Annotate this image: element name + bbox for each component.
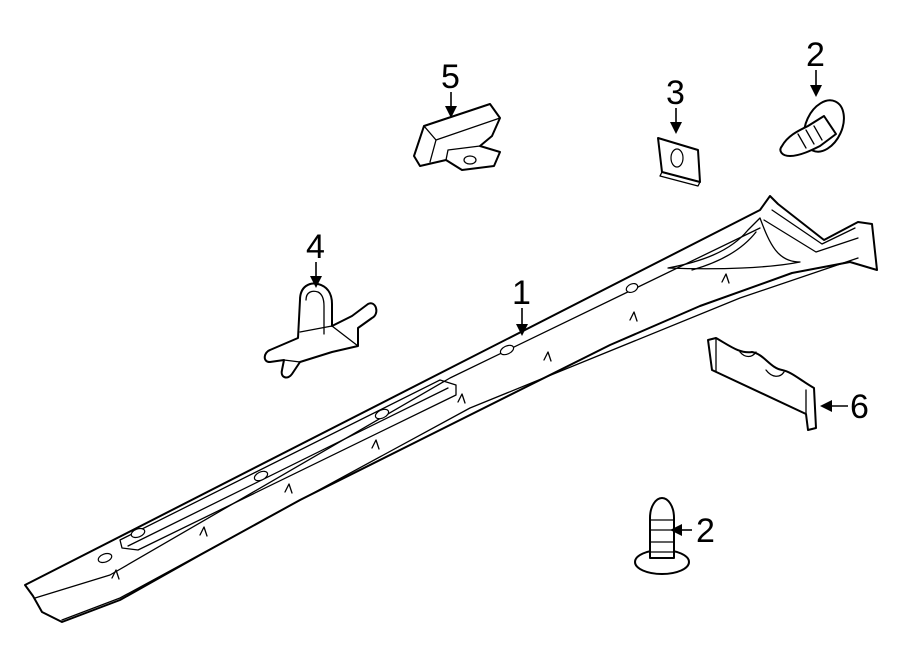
callout-3: 3 — [666, 74, 685, 112]
callout-4: 4 — [306, 228, 325, 266]
retainer-clip — [263, 282, 378, 379]
callout-1: 1 — [512, 274, 531, 312]
bracket — [413, 103, 501, 171]
callout-arrows — [310, 70, 848, 536]
filler-support — [707, 337, 817, 431]
callout-2-top: 2 — [806, 36, 825, 74]
push-pin-retainer-top — [779, 99, 845, 157]
nut-clip — [657, 137, 701, 187]
callout-6: 6 — [850, 388, 869, 426]
rocker-panel-part — [24, 195, 878, 623]
callout-5: 5 — [441, 58, 460, 96]
push-pin-retainer-bottom — [634, 497, 690, 575]
callout-2-bottom: 2 — [696, 512, 715, 550]
